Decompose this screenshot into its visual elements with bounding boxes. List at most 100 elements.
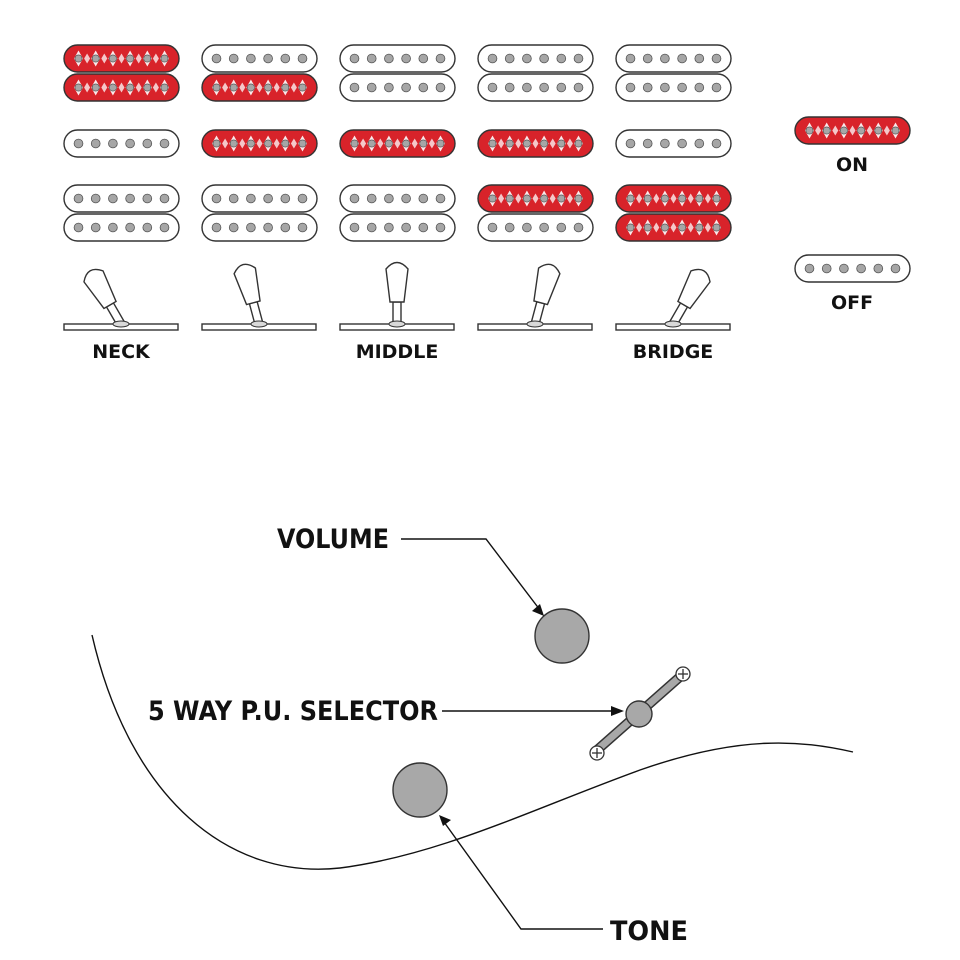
pole-highlight [152,82,159,93]
selector-arrowhead [611,706,624,716]
pole-piece [504,222,515,233]
humbucker-coil [201,44,318,73]
pole-piece [822,126,831,135]
pole-piece [349,53,360,64]
pole-highlight [636,193,643,204]
pole-piece [160,83,169,92]
pole-piece [142,222,153,233]
pole-highlight [498,138,505,149]
pole-piece [264,83,272,92]
tone-knob[interactable] [392,762,448,818]
pole-piece [487,222,498,233]
pole-highlight [704,193,711,204]
pole-highlight [222,82,229,93]
pole-highlight [687,193,694,204]
pole-highlight [883,125,890,136]
pole-highlight [815,125,822,136]
pole-piece [539,53,549,64]
pole-piece [505,139,514,148]
bridge-pickup [615,184,732,242]
pole-piece [539,82,549,93]
pole-piece [126,83,135,92]
pole-piece [418,82,429,93]
pole-highlight [670,193,677,204]
pole-piece [298,83,307,92]
pole-piece [573,53,584,64]
pole-piece [281,139,290,148]
pole-highlight [256,138,263,149]
pole-highlight [428,138,435,149]
pole-highlight [290,138,297,149]
pole-piece [711,138,722,149]
neck-pickup [477,44,594,102]
pole-piece [711,82,722,93]
pole-piece [142,138,153,149]
toggle-switch-icon [477,263,593,331]
pole-piece [366,82,377,93]
pole-piece [263,193,273,204]
pole-piece [643,194,652,203]
pole-piece [574,139,583,148]
pole-piece [712,223,721,232]
humbucker-coil [63,184,180,213]
pickup-selector-switch[interactable] [589,666,691,761]
pole-piece [419,139,428,148]
pole-piece [539,222,549,233]
pole-piece [366,193,377,204]
pole-piece [556,53,567,64]
pole-piece [418,222,429,233]
pole-piece [281,83,290,92]
humbucker-coil [201,213,318,242]
pole-piece [856,263,866,274]
pole-piece [661,223,669,232]
pole-piece [367,139,376,148]
toggle-switch-icon [201,263,317,331]
bridge-pickup [201,184,318,242]
pole-piece [556,222,567,233]
pole-piece [366,222,377,233]
pole-piece [280,222,291,233]
toggle-switch-icon [615,268,731,331]
pole-piece [557,194,566,203]
pole-highlight [566,193,573,204]
neck-pickup [201,44,318,102]
pole-piece [384,139,393,148]
humbucker-coil [477,213,594,242]
humbucker-coil [615,213,732,242]
pole-piece [401,82,411,93]
pole-piece [435,53,446,64]
pole-piece [418,193,429,204]
selector-knob[interactable] [625,700,653,728]
middle-pickup [615,129,732,158]
tone-arrowhead [439,815,451,826]
volume-knob[interactable] [534,608,590,664]
humbucker-coil [615,44,732,73]
pole-piece [211,53,222,64]
pole-piece [349,222,360,233]
pole-piece [891,126,900,135]
pole-highlight [636,222,643,233]
tone-leader [443,821,603,930]
pole-piece [522,222,532,233]
pole-piece [109,54,117,63]
pole-piece [677,53,687,64]
pole-piece [642,82,653,93]
middle-pickup [201,129,318,158]
pole-highlight [135,82,142,93]
pole-highlight [670,222,677,233]
pole-piece [350,139,359,148]
pole-piece [573,82,584,93]
pole-piece [143,54,152,63]
pole-piece [159,222,170,233]
humbucker-coil [63,213,180,242]
position-label: NECK [92,341,151,363]
legend-off-label: OFF [831,292,873,314]
humbucker-coil [615,184,732,213]
pole-piece [840,126,848,135]
pole-piece [246,53,256,64]
pole-highlight [273,82,280,93]
pole-highlight [411,138,418,149]
volume-arrowhead [532,604,544,616]
pole-piece [677,138,687,149]
